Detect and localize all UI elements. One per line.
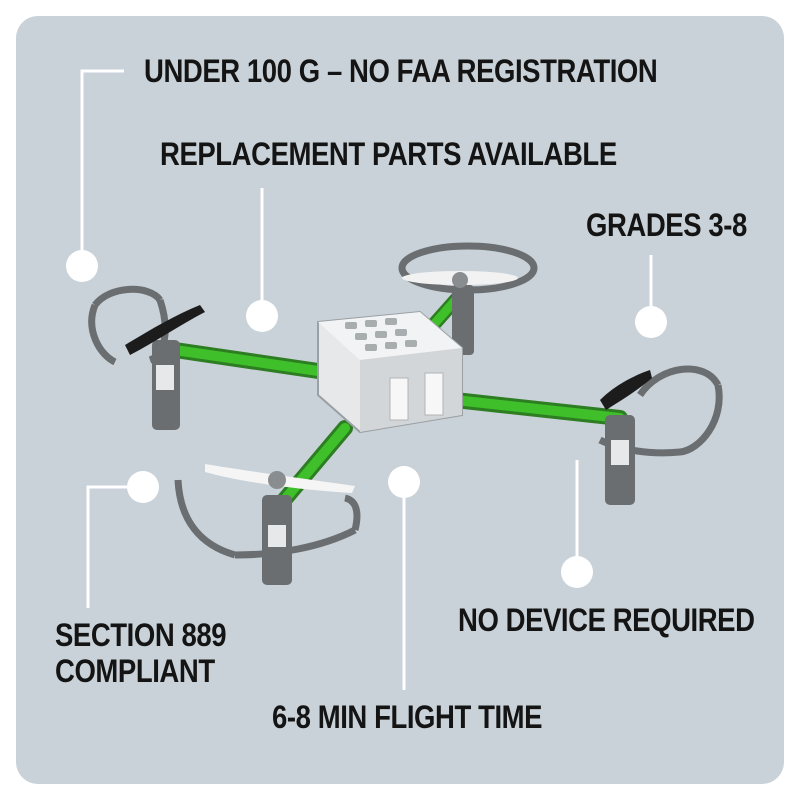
callout-replacement-parts: REPLACEMENT PARTS AVAILABLE (160, 136, 617, 172)
callout-dots (66, 250, 667, 588)
motor-back-right (398, 242, 538, 355)
leader-lines (80, 69, 653, 690)
callout-section-line2: COMPLIANT (55, 652, 215, 689)
callout-section-889: SECTION 889 COMPLIANT (55, 617, 227, 690)
callout-grades: GRADES 3-8 (586, 207, 747, 243)
callout-weight: UNDER 100 G – NO FAA REGISTRATION (144, 53, 658, 89)
motor-left (88, 285, 205, 430)
callout-section-line1: SECTION 889 (55, 617, 227, 653)
callout-no-device: NO DEVICE REQUIRED (458, 602, 755, 638)
callout-flight-time: 6-8 MIN FLIGHT TIME (272, 699, 543, 735)
drone-body (317, 310, 463, 434)
motor-right (598, 365, 723, 505)
motor-front (174, 464, 361, 585)
